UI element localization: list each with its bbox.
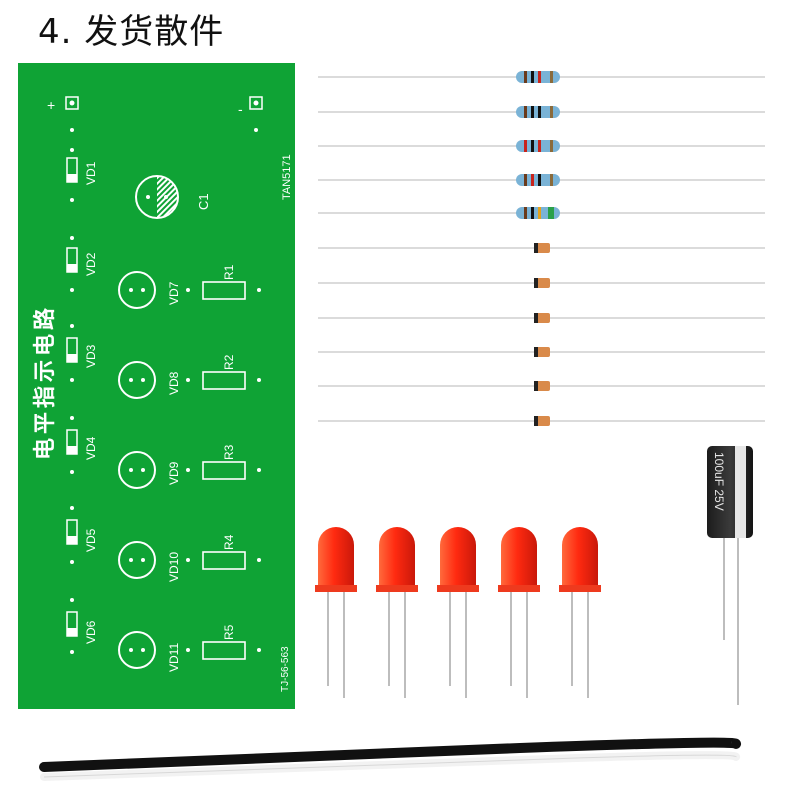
vd9-label: VD9 bbox=[167, 461, 181, 485]
board-title: 电平指示电路 bbox=[32, 304, 57, 460]
r4-label: R4 bbox=[222, 534, 236, 550]
red-led bbox=[498, 527, 540, 698]
r2-label: R2 bbox=[222, 354, 236, 370]
diode bbox=[534, 347, 550, 357]
r5-label: R5 bbox=[222, 624, 236, 640]
diode bbox=[534, 381, 550, 391]
diode bbox=[534, 278, 550, 288]
resistor bbox=[516, 140, 560, 152]
diode bbox=[534, 416, 550, 426]
vd11-label: VD11 bbox=[167, 643, 181, 672]
row-3: VD9 R3 bbox=[118, 444, 261, 489]
capacitor-footprint: C1 bbox=[135, 175, 211, 219]
vd1-label: VD1 bbox=[84, 161, 98, 185]
red-led bbox=[437, 527, 479, 698]
resistor-strip bbox=[318, 71, 765, 219]
led-group bbox=[315, 527, 601, 698]
r1-label: R1 bbox=[222, 264, 236, 280]
board-code: TJ-56-563 bbox=[280, 646, 291, 692]
row-4: VD10 R4 bbox=[118, 534, 261, 582]
resistor bbox=[516, 71, 560, 83]
capacitor-marking: 100uF 25V bbox=[712, 452, 726, 511]
vd10-label: VD10 bbox=[167, 552, 181, 582]
diode bbox=[534, 313, 550, 323]
diode-strip bbox=[318, 243, 765, 426]
pcb-board: + - TAN5171 C1 电平指示电路 VD1 VD2 VD3 bbox=[18, 63, 295, 709]
resistor bbox=[516, 207, 560, 219]
vd6-label: VD6 bbox=[84, 620, 98, 644]
left-led-column: VD1 VD2 VD3 VD4 VD5 VD6 bbox=[66, 148, 98, 654]
page-title: 4. 发货散件 bbox=[38, 12, 225, 52]
r3-label: R3 bbox=[222, 444, 236, 460]
vd7-label: VD7 bbox=[167, 281, 181, 305]
resistor bbox=[516, 106, 560, 118]
vd3-label: VD3 bbox=[84, 344, 98, 368]
red-led bbox=[559, 527, 601, 698]
vd5-label: VD5 bbox=[84, 528, 98, 552]
led-resistor-rows: VD7 R1 VD8 R2 VD9 R3 VD10 R4 bbox=[118, 264, 261, 672]
vd2-label: VD2 bbox=[84, 252, 98, 276]
red-led bbox=[376, 527, 418, 698]
red-led bbox=[315, 527, 357, 698]
vd4-label: VD4 bbox=[84, 436, 98, 460]
cap-label: C1 bbox=[196, 193, 211, 210]
model-code: TAN5171 bbox=[281, 154, 293, 200]
minus-label: - bbox=[238, 101, 243, 117]
row-2: VD8 R2 bbox=[118, 354, 261, 399]
row-5: VD11 R5 bbox=[118, 624, 261, 672]
plus-label: + bbox=[47, 97, 55, 113]
electrolytic-capacitor: 100uF 25V bbox=[707, 446, 753, 705]
vd8-label: VD8 bbox=[167, 371, 181, 395]
diode bbox=[534, 243, 550, 253]
resistor bbox=[516, 174, 560, 186]
row-1: VD7 R1 bbox=[118, 264, 261, 309]
hookup-wire bbox=[39, 737, 742, 781]
